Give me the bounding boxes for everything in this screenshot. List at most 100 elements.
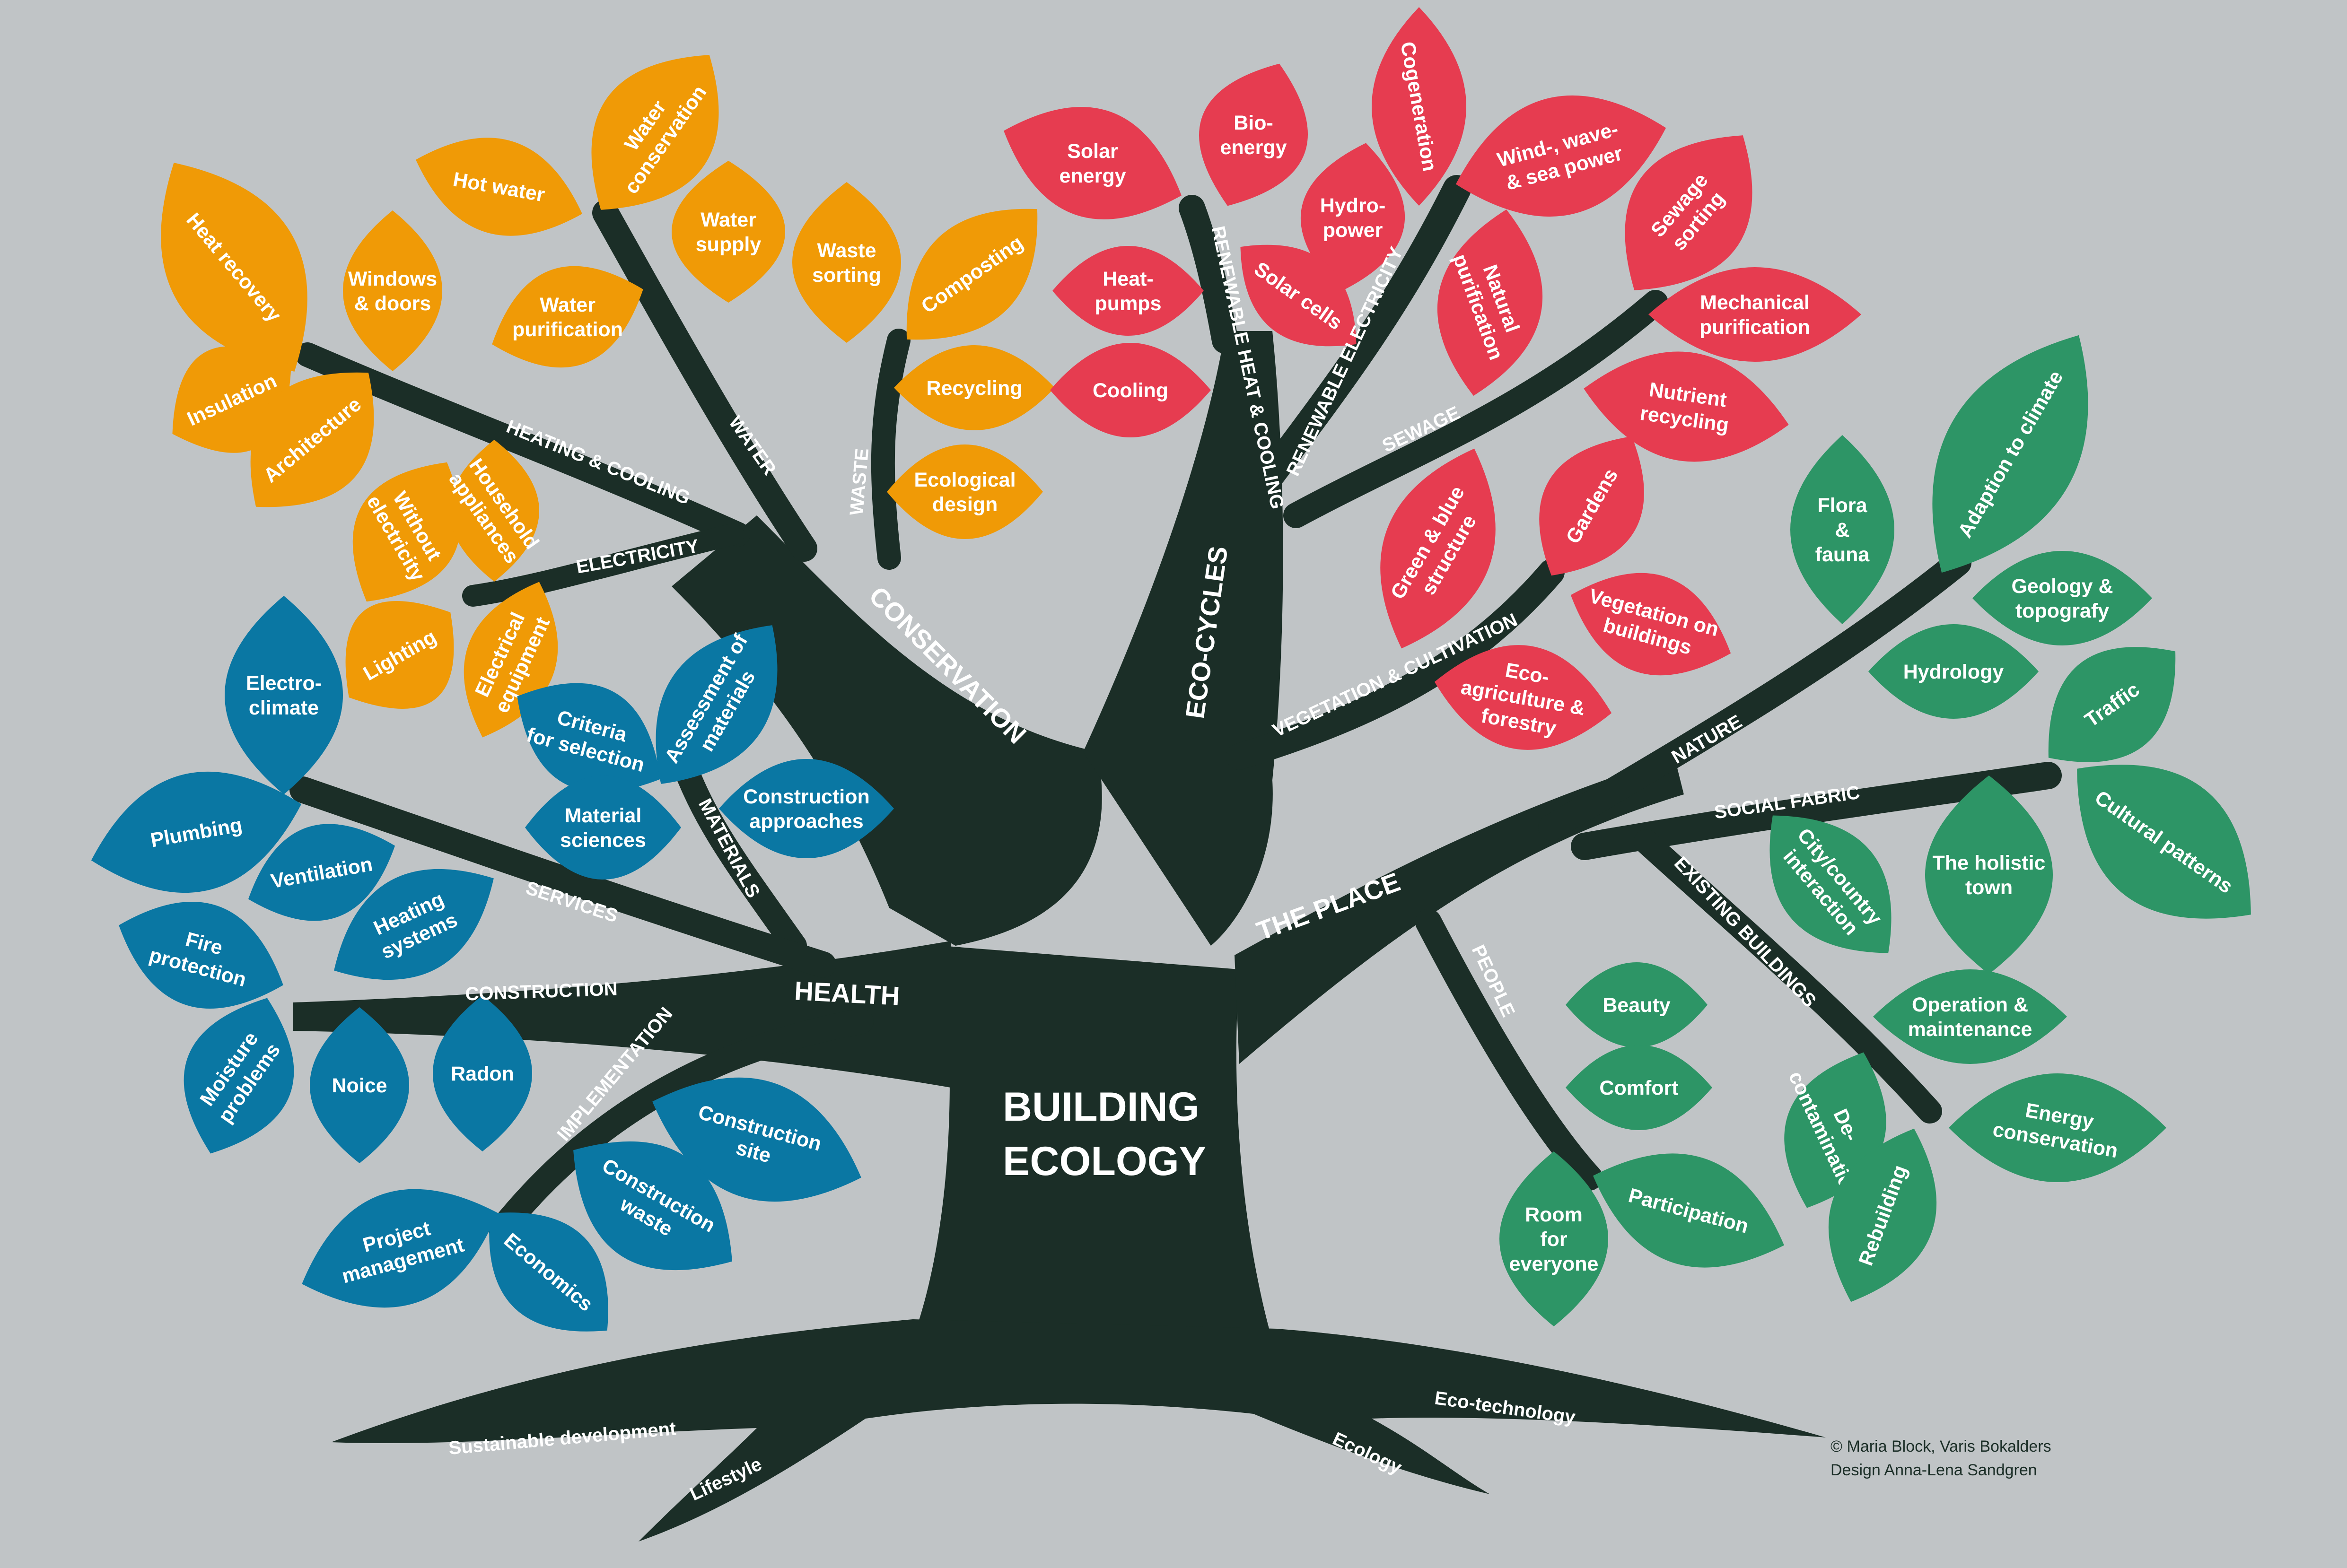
leaf-shape bbox=[525, 775, 681, 880]
leaf-label: Heat-pumps bbox=[1095, 268, 1162, 315]
leaf-label-line: pumps bbox=[1095, 292, 1162, 315]
leaf-label-line: purification bbox=[512, 318, 623, 341]
leaf-shape bbox=[1828, 1128, 1937, 1302]
leaf-label: Windows& doors bbox=[348, 268, 437, 315]
leaf-traffic: Traffic bbox=[2048, 647, 2176, 762]
leaf-shape bbox=[1972, 551, 2152, 645]
label-health: HEALTH bbox=[794, 976, 901, 1011]
branch-renewable-electricity bbox=[1258, 175, 1471, 487]
leaf-label-line: Water bbox=[540, 294, 596, 316]
leaf-cooling: Cooling bbox=[1050, 343, 1211, 437]
leaf-plumbing: Plumbing bbox=[91, 772, 302, 893]
leaf-shape bbox=[1240, 244, 1357, 347]
leaf-label: Recycling bbox=[926, 377, 1022, 400]
leaf-label-line: Construction bbox=[743, 785, 870, 808]
leaf-label-line: Water bbox=[701, 209, 756, 231]
leaf-label: Flora&fauna bbox=[1815, 494, 1870, 566]
root-base bbox=[331, 1319, 1826, 1542]
limb-place bbox=[1235, 757, 1684, 1064]
leaf-shape bbox=[250, 372, 374, 507]
leaf-shape bbox=[91, 772, 302, 893]
leaf-shape bbox=[894, 345, 1055, 430]
limb-eco-cycles bbox=[1083, 331, 1283, 946]
leaf-label-line: energy bbox=[1220, 136, 1287, 159]
leaf-shape bbox=[2048, 647, 2176, 762]
leaf-shape bbox=[184, 998, 294, 1154]
leaf-cogeneration: Cogeneration bbox=[1372, 7, 1466, 206]
leaf-label-line: Operation & bbox=[1912, 993, 2028, 1016]
leaf-solar-cells: Solar cells bbox=[1240, 244, 1357, 347]
leaf-label-line: Hydrology bbox=[1903, 661, 2004, 683]
branch-services bbox=[289, 776, 836, 978]
leaf-label-line: Hydro- bbox=[1320, 194, 1386, 217]
leaf-operation-maintenance: Operation &maintenance bbox=[1873, 969, 2067, 1064]
leaf-shape bbox=[433, 995, 532, 1151]
leaf-shape bbox=[352, 462, 461, 602]
leaf-radon: Radon bbox=[433, 995, 532, 1151]
leaf-label: Radon bbox=[451, 1063, 514, 1085]
leaf-shape bbox=[1372, 7, 1466, 206]
leaf-shape bbox=[1052, 246, 1204, 336]
leaf-shape bbox=[225, 596, 343, 794]
leaf-hydropower: Hydro-power bbox=[1301, 143, 1405, 292]
leaf-label: Geology &topografy bbox=[2011, 575, 2113, 622]
leaf-architecture: Architecture bbox=[250, 372, 374, 507]
trunk bbox=[913, 946, 1277, 1357]
leaf-nutrient-recycling: Nutrientrecycling bbox=[1584, 351, 1789, 462]
branch-renewable-heat bbox=[1179, 195, 1238, 354]
leaf-cultural-patterns: Cultural patterns bbox=[2077, 765, 2251, 919]
leaf-flora-fauna: Flora&fauna bbox=[1790, 435, 1894, 624]
leaf-shape bbox=[1949, 1073, 2166, 1182]
leaf-household-appliances: Householdappliances bbox=[444, 440, 543, 582]
leaf-label-line: purification bbox=[1699, 316, 1810, 339]
leaf-shape bbox=[652, 1077, 861, 1202]
leaf-label-line: Waste bbox=[817, 239, 876, 262]
leaf-shape bbox=[1566, 1045, 1712, 1130]
leaf-shape bbox=[906, 209, 1038, 340]
leaf-shape bbox=[1925, 775, 2053, 974]
leaf-shape bbox=[1004, 107, 1182, 219]
branch-people bbox=[1415, 909, 1603, 1191]
leaf-label-line: sciences bbox=[560, 829, 646, 852]
leaf-shape bbox=[492, 266, 643, 368]
leaf-label-line: Material bbox=[565, 804, 642, 827]
leaf-label: Noice bbox=[332, 1074, 387, 1097]
leaf-label: Operation &maintenance bbox=[1908, 993, 2032, 1041]
leaf-label-line: fauna bbox=[1815, 543, 1870, 566]
leaf-label-line: Bio- bbox=[1234, 112, 1273, 134]
branch-materials bbox=[669, 744, 807, 958]
leaf-label-line: Cooling bbox=[1093, 379, 1168, 402]
leaf-shape bbox=[517, 683, 661, 793]
leaf-shape bbox=[345, 601, 454, 709]
leaf-label-line: Geology & bbox=[2011, 575, 2113, 598]
leaf-shape bbox=[119, 901, 283, 1009]
leaf-label: Bio-energy bbox=[1220, 112, 1287, 159]
leaf-shape bbox=[1625, 135, 1752, 290]
leaf-lighting: Lighting bbox=[345, 601, 454, 709]
branch-electricity bbox=[462, 523, 744, 607]
leaf-label-line: Noice bbox=[332, 1074, 387, 1097]
leaf-economics: Economics bbox=[489, 1212, 608, 1332]
leaf-shape bbox=[1873, 969, 2067, 1064]
leaf-heating-systems: Heatingsystems bbox=[334, 869, 494, 980]
leaf-hot-water: Hot water bbox=[416, 138, 582, 236]
leaf-shape bbox=[1584, 351, 1789, 462]
leaf-label-line: Ecological bbox=[914, 469, 1016, 491]
leaf-bioenergy: Bio-energy bbox=[1199, 63, 1308, 206]
leaf-label-line: Electro- bbox=[246, 672, 322, 695]
branch-nature bbox=[1538, 549, 1971, 841]
branch-vegetation bbox=[1226, 559, 1565, 770]
